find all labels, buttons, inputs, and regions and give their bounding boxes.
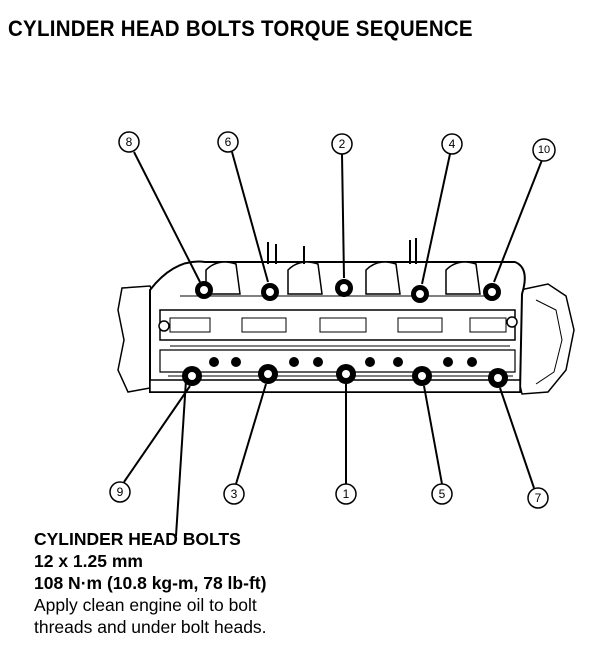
bolt-3	[258, 364, 278, 384]
callout-1: 1	[335, 483, 357, 505]
callout-6: 6	[217, 131, 239, 153]
bolt-8	[195, 281, 213, 299]
svg-text:8: 8	[126, 135, 133, 149]
callout-7: 7	[527, 487, 549, 509]
leader-lines	[123, 151, 543, 537]
bolt-4	[411, 285, 429, 303]
bolt-2	[335, 279, 353, 297]
spec-note-line-2: threads and under bolt heads.	[34, 617, 267, 637]
bolt-5	[412, 366, 432, 386]
callout-4: 4	[441, 133, 463, 155]
bolt-1	[336, 364, 356, 384]
spec-note-line-1: Apply clean engine oil to bolt	[34, 595, 257, 615]
bolt-10	[483, 283, 501, 301]
bolt-6	[261, 283, 279, 301]
svg-text:3: 3	[231, 487, 238, 501]
callout-5: 5	[431, 483, 453, 505]
svg-text:7: 7	[535, 491, 542, 505]
svg-text:5: 5	[439, 487, 446, 501]
svg-text:6: 6	[225, 135, 232, 149]
svg-text:1: 1	[343, 487, 350, 501]
cylinder-head-illustration	[117, 238, 575, 395]
spec-size: 12 x 1.25 mm	[34, 551, 143, 571]
svg-text:10: 10	[538, 144, 550, 156]
spec-torque: 108 N·m (10.8 kg-m, 78 lb-ft)	[34, 573, 267, 593]
callout-8: 8	[118, 131, 140, 153]
svg-text:2: 2	[339, 137, 346, 151]
callout-10: 10	[532, 138, 556, 162]
bolt-9	[182, 366, 202, 386]
spec-heading: CYLINDER HEAD BOLTS	[34, 529, 241, 549]
callout-3: 3	[223, 483, 245, 505]
svg-text:4: 4	[449, 137, 456, 151]
callout-9: 9	[109, 481, 131, 503]
head-bolts	[182, 279, 508, 388]
callout-2: 2	[331, 133, 353, 155]
svg-text:9: 9	[117, 485, 124, 499]
bolt-7	[488, 368, 508, 388]
diagram-title: CYLINDER HEAD BOLTS TORQUE SEQUENCE	[8, 16, 473, 41]
bolt-specification: CYLINDER HEAD BOLTS 12 x 1.25 mm 108 N·m…	[34, 528, 267, 638]
